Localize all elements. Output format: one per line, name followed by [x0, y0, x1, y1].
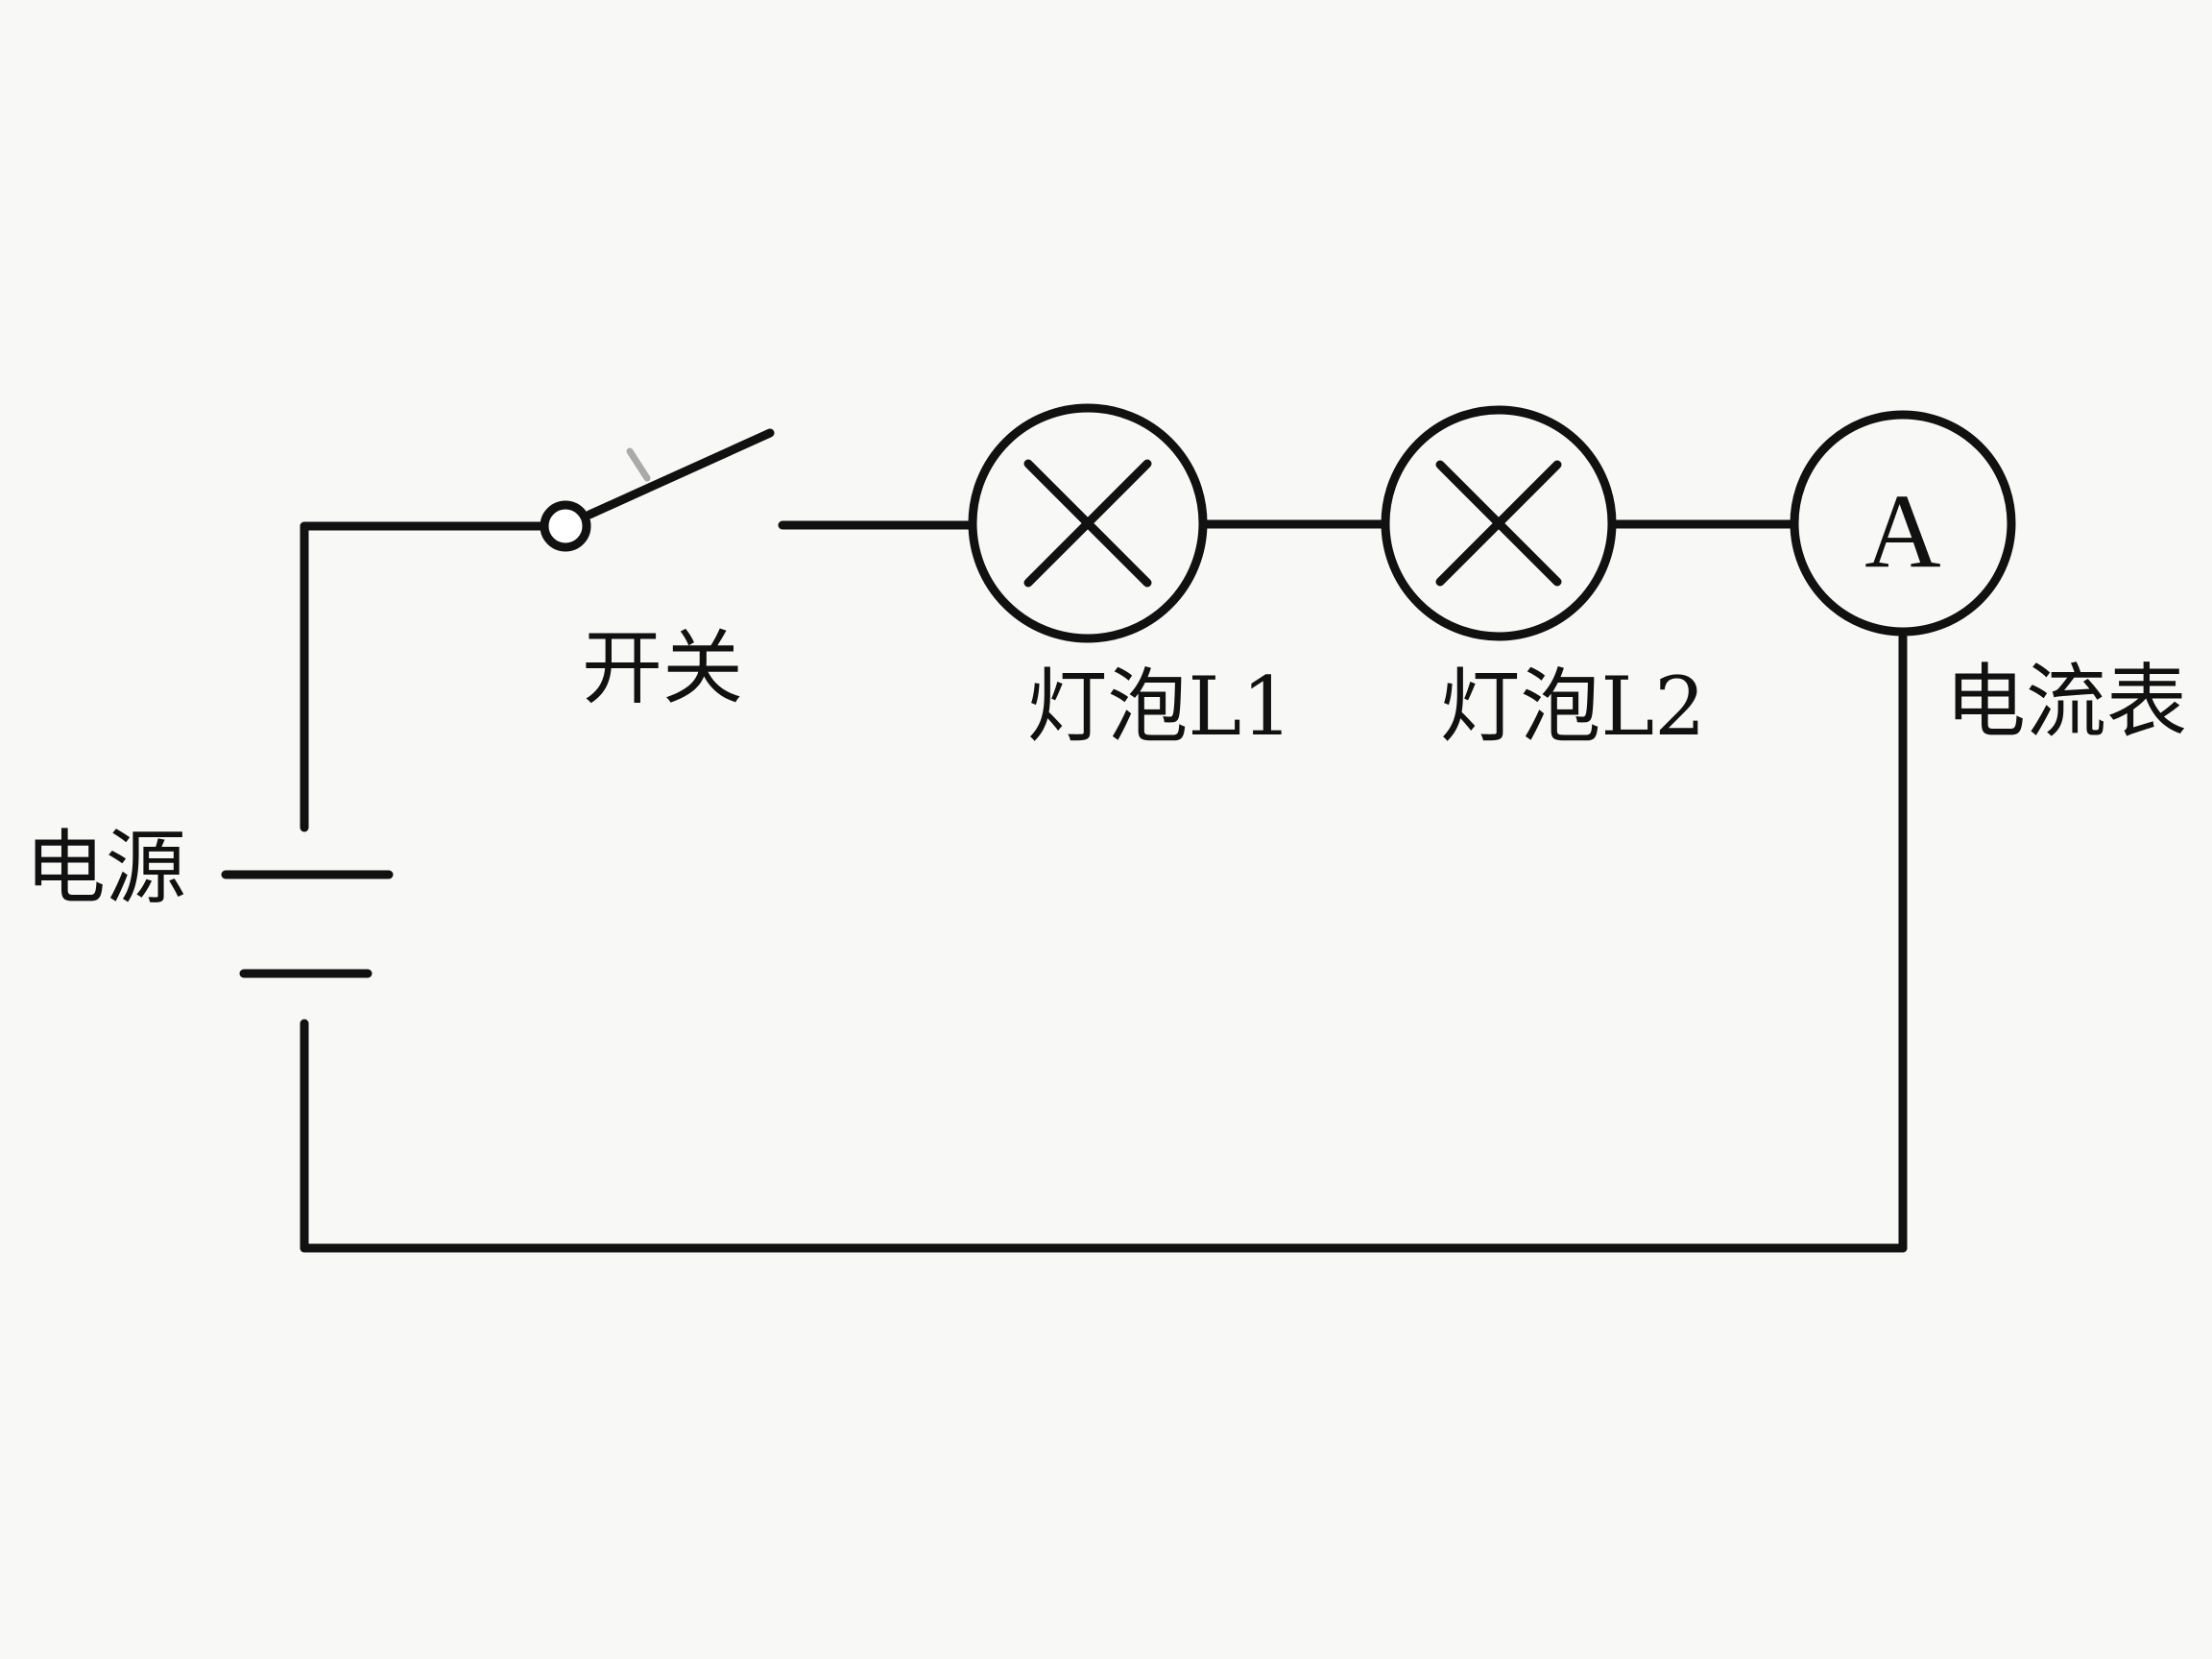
- switch-symbol: [540, 428, 775, 552]
- lamp-l2-label: 灯泡L2: [1439, 660, 1705, 754]
- power-source-label: 电源: [25, 821, 186, 915]
- power-source-symbol: [221, 870, 394, 978]
- ammeter-symbol: A: [1790, 410, 2016, 637]
- ammeter-letter: A: [1864, 472, 1940, 589]
- lamp-l1-symbol: [968, 403, 1208, 643]
- switch-label: 开关: [582, 621, 743, 715]
- switch-arm: [585, 428, 775, 519]
- lamp-l2-symbol: [1381, 405, 1617, 641]
- wires: [300, 519, 1908, 1253]
- switch-mark: [626, 447, 651, 482]
- lamp-l1-label: 灯泡L1: [1026, 660, 1292, 754]
- switch-pivot: [540, 500, 591, 552]
- ammeter-label: 电流表: [1945, 655, 2187, 749]
